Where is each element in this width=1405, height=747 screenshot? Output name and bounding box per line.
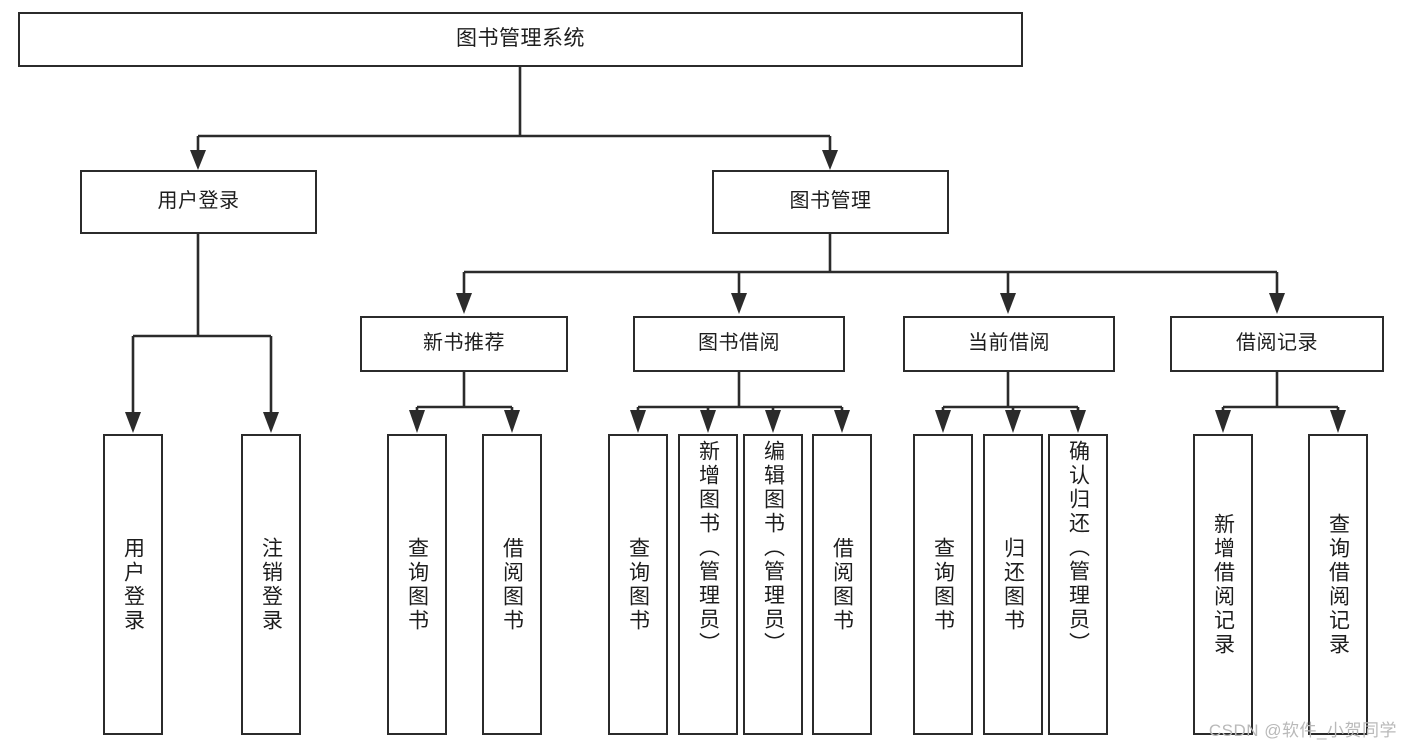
node-leaf-logout-login[interactable]: 注销登录 (241, 434, 301, 735)
node-label: 查询借阅记录 (1326, 512, 1350, 657)
node-leaf-query-book-1[interactable]: 查询图书 (387, 434, 447, 735)
node-label: 用户登录 (121, 536, 145, 633)
node-label: 新增图书（管理员） (696, 440, 720, 656)
node-leaf-return-book[interactable]: 归还图书 (983, 434, 1043, 735)
node-label: 借阅图书 (830, 536, 854, 633)
node-leaf-confirm-return[interactable]: 确认归还（管理员） (1048, 434, 1108, 735)
node-label: 图书借阅 (698, 332, 780, 355)
node-book-manage[interactable]: 图书管理 (712, 170, 949, 234)
node-book-borrow[interactable]: 图书借阅 (633, 316, 845, 372)
arrowhead-book-borrow (731, 293, 747, 314)
watermark-text: CSDN @软件_小贺同学 (1208, 721, 1397, 740)
node-leaf-query-record[interactable]: 查询借阅记录 (1308, 434, 1368, 735)
node-label: 图书管理系统 (456, 27, 585, 51)
node-new-book-recommend[interactable]: 新书推荐 (360, 316, 568, 372)
node-label: 新增借阅记录 (1211, 512, 1235, 657)
node-user-login[interactable]: 用户登录 (80, 170, 317, 234)
arrowhead-leaf-logout (263, 412, 279, 433)
node-leaf-borrow-book-1[interactable]: 借阅图书 (482, 434, 542, 735)
arrowhead-nb-1 (409, 410, 425, 433)
node-leaf-user-login[interactable]: 用户登录 (103, 434, 163, 735)
arrowhead-br-1 (1215, 410, 1231, 433)
node-leaf-add-book[interactable]: 新增图书（管理员） (678, 434, 738, 735)
node-label: 借阅图书 (500, 536, 524, 633)
node-label: 查询图书 (931, 536, 955, 633)
node-label: 查询图书 (405, 536, 429, 633)
arrowhead-bb-1 (630, 410, 646, 433)
node-label: 当前借阅 (968, 332, 1050, 355)
arrowhead-bb-3 (765, 410, 781, 433)
node-leaf-edit-book[interactable]: 编辑图书（管理员） (743, 434, 803, 735)
node-leaf-query-book-2[interactable]: 查询图书 (608, 434, 668, 735)
node-label: 归还图书 (1001, 536, 1025, 633)
arrowhead-leaf-user-login (125, 412, 141, 433)
arrowhead-cb-2 (1005, 410, 1021, 433)
node-label: 新书推荐 (423, 332, 505, 355)
node-leaf-add-record[interactable]: 新增借阅记录 (1193, 434, 1253, 735)
arrowhead-bb-4 (834, 410, 850, 433)
node-label: 借阅记录 (1236, 332, 1318, 355)
arrowhead-new-book (456, 293, 472, 314)
arrowhead-borrow-record (1269, 293, 1285, 314)
arrowhead-cb-3 (1070, 410, 1086, 433)
node-current-borrow[interactable]: 当前借阅 (903, 316, 1115, 372)
arrowhead-user-login (190, 150, 206, 170)
node-label: 注销登录 (259, 536, 283, 633)
node-label: 图书管理 (789, 190, 872, 213)
node-leaf-query-book-3[interactable]: 查询图书 (913, 434, 973, 735)
arrowhead-bb-2 (700, 410, 716, 433)
arrowhead-cb-1 (935, 410, 951, 433)
node-leaf-borrow-book-2[interactable]: 借阅图书 (812, 434, 872, 735)
arrowhead-br-2 (1330, 410, 1346, 433)
arrowhead-nb-2 (504, 410, 520, 433)
node-label: 编辑图书（管理员） (761, 440, 785, 656)
node-label: 查询图书 (626, 536, 650, 633)
node-borrow-record[interactable]: 借阅记录 (1170, 316, 1384, 372)
arrowhead-current-borrow (1000, 293, 1016, 314)
node-label: 确认归还（管理员） (1066, 440, 1090, 656)
node-root-system[interactable]: 图书管理系统 (18, 12, 1023, 67)
arrowhead-book-manage (822, 150, 838, 170)
node-label: 用户登录 (157, 190, 240, 213)
